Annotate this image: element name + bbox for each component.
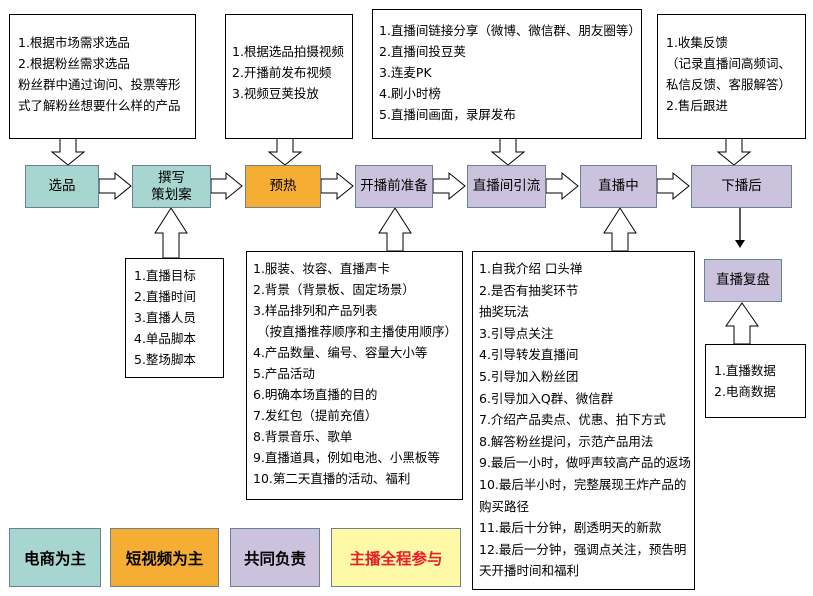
after-to-review-arrowhead (735, 240, 745, 248)
note-live-line: 10.最后半小时，完整展现王炸产品的 (479, 476, 687, 492)
legend-shared-label: 共同负责 (243, 549, 306, 568)
note-traffic-line: 4.刷小时榜 (379, 86, 441, 101)
stage-select: 选品 (25, 165, 99, 208)
note-live-line: 9.最后一小时，做呼声较高产品的返场 (479, 455, 691, 471)
note-select-line: 2.根据粉丝需求选品 (18, 56, 130, 71)
legend-ecommerce-label: 电商为主 (23, 549, 86, 568)
flow-arrow-prepare-traffic (432, 171, 466, 201)
note-after-line: （记录直播间高频词、 (666, 56, 792, 71)
stage-review: 直播复盘 (704, 259, 782, 302)
note-traffic: 1.直播间链接分享（微博、微信群、朋友圈等） 2.直播间投豆荚 3.连麦PK 4… (372, 9, 642, 139)
stage-warmup: 预热 (245, 165, 321, 208)
note-prepare-line: 6.明确本场直播的目的 (253, 387, 378, 402)
note-plan-line: 4.单品脚本 (134, 331, 196, 346)
note-after: 1.收集反馈 （记录直播间高频词、 私信反馈、客服解答） 2.售后跟进 (657, 14, 806, 139)
note-arrow-traffic (490, 137, 526, 166)
note-live-line: 3.引导点关注 (479, 325, 554, 341)
note-plan: 1.直播目标 2.直播时间 3.直播人员 4.单品脚本 5.整场脚本 (125, 258, 224, 378)
legend-host: 主播全程参与 (331, 528, 461, 587)
flow-arrow-traffic-live (545, 171, 579, 201)
note-arrow-review (725, 302, 759, 345)
note-live: 1.自我介绍 口头禅 2.是否有抽奖环节 抽奖玩法 3.引导点关注 4.引导转发… (472, 251, 695, 590)
note-warmup-line: 2.开播前发布视频 (232, 65, 332, 80)
stage-review-label: 直播复盘 (716, 272, 770, 288)
note-arrow-live (603, 207, 637, 252)
note-warmup: 1.根据选品拍摄视频 2.开播前发布视频 3.视频豆荚投放 (225, 14, 353, 139)
stage-traffic: 直播间引流 (467, 165, 546, 208)
note-live-line: 2.是否有抽奖环节 (479, 282, 579, 298)
stage-traffic-label: 直播间引流 (472, 178, 541, 194)
note-live-line: 12.最后一分钟，强调点关注，预告明 (479, 541, 687, 557)
stage-select-label: 选品 (48, 178, 76, 194)
note-plan-line: 5.整场脚本 (134, 352, 196, 367)
note-review-line: 2.电商数据 (714, 384, 776, 399)
legend-short-video-label: 短视频为主 (125, 549, 204, 568)
stage-plan-label-line2: 策划案 (151, 186, 192, 203)
stage-prepare: 开播前准备 (355, 165, 433, 208)
note-live-line: 11.最后十分钟，剧透明天的新款 (479, 520, 662, 536)
note-traffic-line: 5.直播间画面，录屏发布 (379, 107, 516, 122)
note-live-line: 1.自我介绍 口头禅 (479, 261, 583, 276)
note-plan-line: 3.直播人员 (134, 310, 196, 325)
stage-warmup-label: 预热 (269, 178, 297, 194)
note-live-line: 4.引导转发直播间 (479, 347, 579, 363)
note-prepare: 1.服装、妆容、直播声卡 2.背景（背景板、固定场景） 3.样品排列和产品列表 … (246, 251, 463, 500)
note-after-line: 2.售后跟进 (666, 98, 728, 113)
note-plan-line: 2.直播时间 (134, 289, 196, 304)
stage-live: 直播中 (580, 165, 657, 208)
note-arrow-warmup (267, 137, 303, 166)
note-arrow-plan (154, 207, 188, 259)
note-traffic-line: 1.直播间链接分享（微博、微信群、朋友圈等） (379, 23, 641, 38)
note-after-line: 1.收集反馈 (666, 35, 728, 50)
note-select-line: 式了解粉丝想要什么样的产品 (18, 98, 181, 113)
note-review: 1.直播数据 2.电商数据 (705, 344, 806, 418)
note-select-line: 粉丝群中通过询问、投票等形 (18, 77, 181, 92)
note-prepare-line: 10.第二天直播的活动、福利 (253, 471, 411, 486)
note-after-line: 私信反馈、客服解答） (666, 77, 792, 92)
stage-plan-label-line1: 撰写 (158, 169, 185, 186)
note-prepare-line: 1.服装、妆容、直播声卡 (253, 261, 390, 276)
note-warmup-line: 1.根据选品拍摄视频 (232, 44, 344, 59)
note-prepare-line: 3.样品排列和产品列表 (253, 303, 378, 318)
legend-shared: 共同负责 (230, 528, 320, 587)
note-prepare-line: 2.背景（背景板、固定场景） (253, 282, 415, 297)
note-live-line: 7.介绍产品卖点、优惠、拍下方式 (479, 412, 666, 428)
flow-arrow-select-plan (98, 171, 132, 201)
note-arrow-after (716, 137, 752, 166)
note-review-line: 1.直播数据 (714, 363, 776, 378)
note-prepare-line: 7.发红包（提前充值） (253, 408, 378, 423)
stage-plan: 撰写 策划案 (132, 165, 211, 208)
flow-arrow-plan-warmup (210, 171, 243, 201)
stage-live-label: 直播中 (598, 178, 639, 194)
note-arrow-prepare (378, 207, 412, 252)
note-select-line: 1.根据市场需求选品 (18, 35, 130, 50)
note-arrow-select (50, 137, 86, 166)
note-traffic-line: 3.连麦PK (379, 65, 432, 80)
note-live-line: 5.引导加入粉丝团 (479, 368, 579, 384)
note-traffic-line: 2.直播间投豆荚 (379, 44, 466, 59)
note-prepare-line: （按直播推荐顺序和主播使用顺序） (257, 324, 458, 339)
note-live-line: 抽奖玩法 (479, 304, 530, 320)
note-plan-line: 1.直播目标 (134, 268, 196, 283)
stage-after-label: 下播后 (721, 178, 762, 194)
note-live-line: 天开播时间和福利 (479, 563, 580, 579)
note-live-line: 8.解答粉丝提问，示范产品用法 (479, 433, 654, 449)
note-live-line: 6.引导加入Q群、微信群 (479, 390, 614, 406)
flow-arrow-warmup-prepare (320, 171, 354, 201)
note-prepare-line: 9.直播道具，例如电池、小黑板等 (253, 450, 440, 465)
note-prepare-line: 8.背景音乐、歌单 (253, 429, 353, 444)
legend-short-video: 短视频为主 (110, 528, 219, 587)
note-prepare-line: 4.产品数量、编号、容量大小等 (253, 345, 428, 360)
note-live-line: 购买路径 (479, 498, 530, 514)
flow-arrow-live-after (656, 171, 690, 201)
stage-after: 下播后 (691, 165, 792, 208)
note-prepare-line: 5.产品活动 (253, 366, 315, 381)
note-warmup-line: 3.视频豆荚投放 (232, 86, 319, 101)
note-select: 1.根据市场需求选品 2.根据粉丝需求选品 粉丝群中通过询问、投票等形 式了解粉… (9, 14, 196, 139)
legend-host-label: 主播全程参与 (349, 549, 443, 568)
legend-ecommerce: 电商为主 (9, 528, 101, 587)
stage-prepare-label: 开播前准备 (360, 178, 428, 194)
